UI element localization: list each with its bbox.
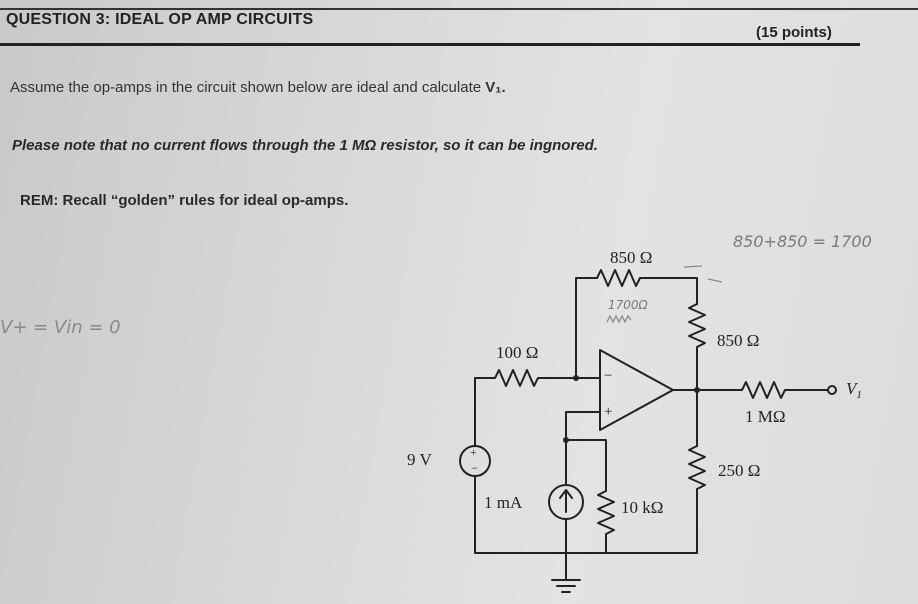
op-amp-triangle	[599, 349, 674, 431]
resistor-850-top	[596, 269, 641, 287]
label-850-right: 850 Ω	[717, 331, 759, 350]
node-noninv	[563, 437, 569, 443]
header-bottom-rule	[0, 43, 860, 46]
label-1mA: 1 mA	[484, 493, 523, 512]
label-9V: 9 V	[407, 450, 432, 469]
ground-icon	[551, 579, 581, 593]
handwritten-strokes	[683, 265, 723, 283]
assume-text: Assume the op-amps in the circuit shown …	[10, 79, 506, 96]
vs-plus-sign: +	[470, 445, 477, 459]
note-text: Please note that no current flows throug…	[12, 137, 598, 154]
label-850-top: 850 Ω	[610, 248, 652, 267]
resistor-100	[474, 369, 577, 387]
label-v1: V1	[846, 379, 862, 401]
handwritten-vplus: V+ = Vin = 0	[0, 317, 121, 338]
handwritten-1700: 1700Ω	[608, 298, 649, 312]
wire-feedback-left	[575, 277, 598, 379]
points-label: (15 points)	[756, 24, 832, 41]
resistor-1M	[696, 381, 829, 399]
node-inv	[573, 375, 579, 381]
label-10k: 10 kΩ	[621, 498, 663, 517]
label-100: 100 Ω	[496, 343, 538, 362]
rem-text: REM: Recall “golden” rules for ideal op-…	[20, 192, 349, 209]
resistor-10k	[597, 490, 615, 554]
current-arrow-head	[559, 489, 573, 499]
assume-prefix: Assume the op-amps in the circuit shown …	[10, 79, 486, 96]
resistor-250	[688, 392, 706, 554]
v1-letter: V	[846, 379, 859, 398]
handwritten-sum: 850+850 = 1700	[733, 232, 872, 251]
wire-feedback-right	[639, 277, 698, 305]
vs-minus-sign: −	[471, 461, 478, 475]
label-1M: 1 MΩ	[745, 407, 786, 426]
label-250: 250 Ω	[718, 461, 760, 480]
voltage-source	[459, 445, 491, 477]
v1-subscript: 1	[856, 389, 862, 401]
question-title: QUESTION 3: IDEAL OP AMP CIRCUITS	[6, 11, 314, 28]
current-source	[548, 484, 584, 520]
op-amp-plus: +	[604, 404, 612, 420]
wire-bottom	[474, 475, 698, 554]
output-terminal	[827, 385, 837, 395]
op-amp-minus: −	[604, 368, 612, 384]
resistor-850-right	[688, 303, 706, 394]
assume-bold: V₁.	[485, 79, 506, 96]
header-top-rule	[0, 8, 918, 10]
handwritten-resistor	[606, 314, 632, 324]
node-out	[694, 387, 700, 393]
